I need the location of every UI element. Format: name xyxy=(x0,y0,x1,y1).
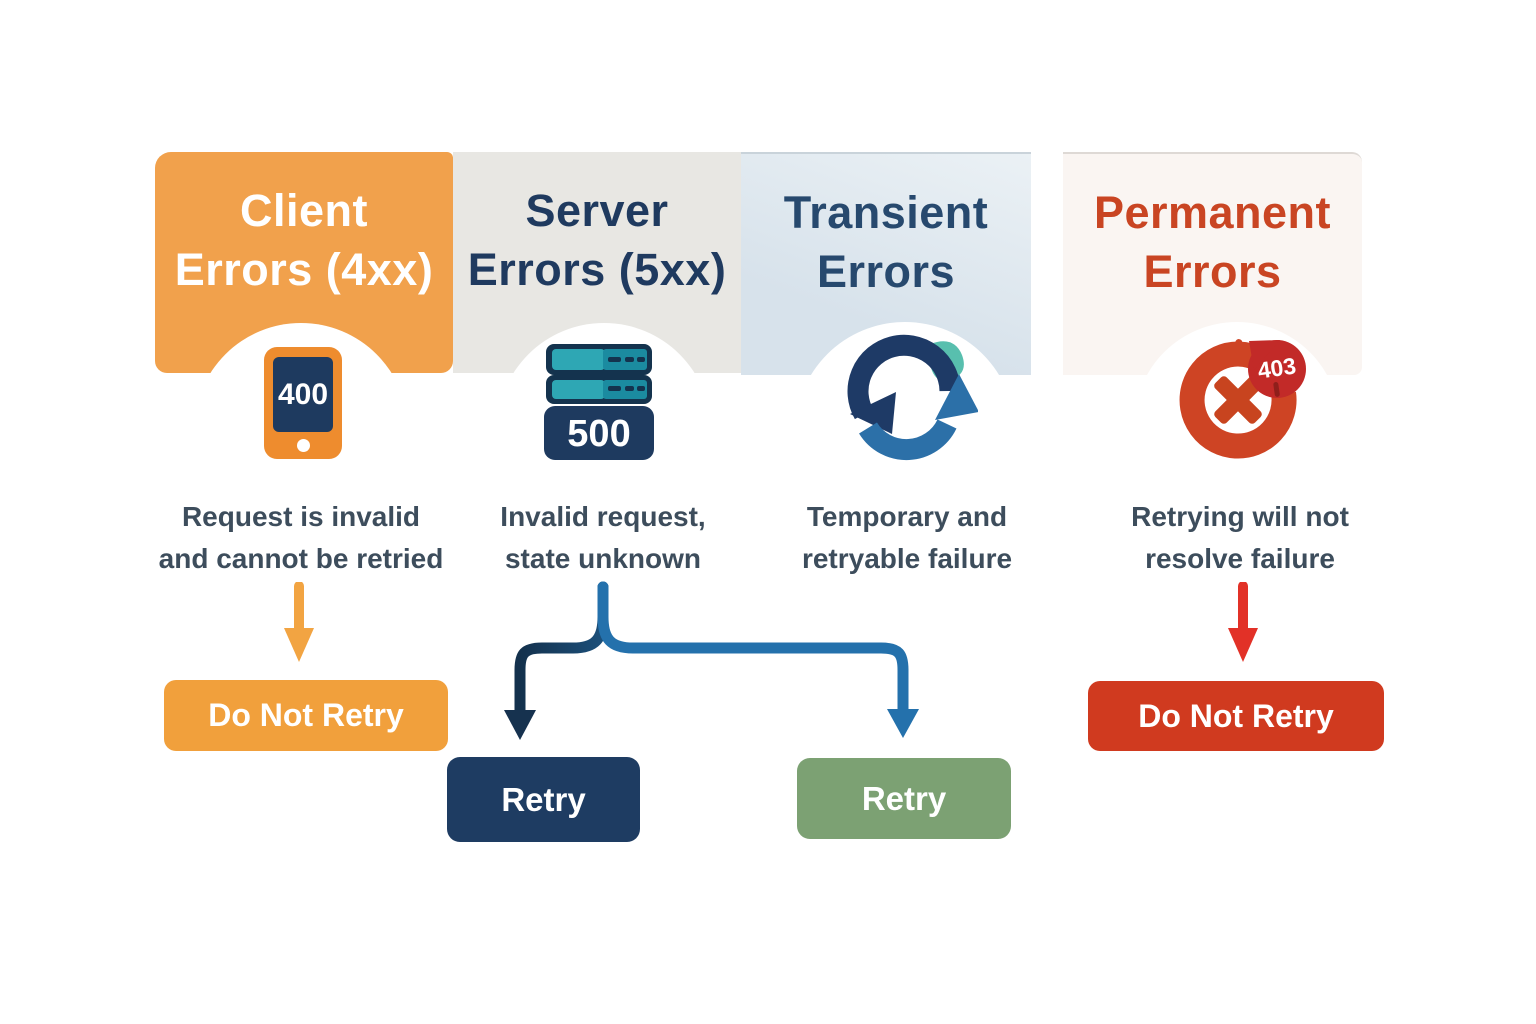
ring-top-dot xyxy=(1234,339,1243,355)
red-down-arrow xyxy=(1228,582,1258,662)
desc-line-2: resolve failure xyxy=(1145,543,1335,574)
desc-line-2: and cannot be retried xyxy=(158,543,444,574)
branch-left-arrowhead xyxy=(504,710,536,740)
status-code-500: 500 xyxy=(567,413,630,455)
server-unit-top xyxy=(546,344,652,375)
do-not-retry-button-permanent[interactable]: Do Not Retry xyxy=(1088,681,1384,751)
branch-right-path xyxy=(597,581,909,717)
branch-right-arrowhead xyxy=(887,709,919,738)
title-line-2: Errors xyxy=(1143,245,1282,297)
server-errors-description: Invalid request, state unknown xyxy=(442,496,764,580)
server-unit-bottom xyxy=(546,375,652,404)
blocked-ring xyxy=(1179,341,1297,459)
title-line-1: Transient xyxy=(783,187,989,238)
orange-down-arrow xyxy=(284,582,314,662)
desc-line-2: retryable failure xyxy=(801,543,1013,574)
transient-icon-notch xyxy=(795,322,1015,542)
title-line-1: Permanent xyxy=(1093,187,1332,238)
retry-button-transient[interactable]: Retry xyxy=(797,758,1011,839)
x-bar-2 xyxy=(1214,376,1262,424)
client-errors-description: Request is invalid and cannot be retried xyxy=(140,496,462,580)
branch-connector-arrows xyxy=(504,581,919,740)
branch-left-path xyxy=(514,581,609,719)
retry-button-server[interactable]: Retry xyxy=(447,757,640,842)
title-line-2: Errors (4xx) xyxy=(174,243,434,295)
transient-errors-title: Transient Errors xyxy=(741,184,1031,301)
transient-errors-header: Transient Errors xyxy=(741,152,1031,375)
desc-line-1: Invalid request, xyxy=(500,501,706,532)
title-line-1: Server xyxy=(525,185,669,236)
sync-right-arrowhead xyxy=(935,374,978,420)
sync-arrows-icon xyxy=(847,334,978,461)
sync-left-arrowhead xyxy=(850,392,896,434)
smartphone-icon: 400 xyxy=(264,347,342,459)
blocked-circle-icon: 403 xyxy=(1179,339,1306,459)
sync-top-arc xyxy=(847,334,961,420)
title-line-2: Errors xyxy=(816,245,956,297)
do-not-retry-button-client[interactable]: Do Not Retry xyxy=(164,680,448,751)
desc-line-1: Temporary and xyxy=(806,501,1008,532)
server-errors-header: Server Errors (5xx) xyxy=(453,152,741,373)
badge-403: 403 xyxy=(1248,340,1306,398)
sync-bottom-arc xyxy=(859,418,957,461)
permanent-errors-title: Permanent Errors xyxy=(1063,184,1362,301)
transient-errors-description: Temporary and retryable failure xyxy=(746,496,1068,580)
status-code-400: 400 xyxy=(273,357,333,432)
status-code-403: 403 xyxy=(1256,352,1298,383)
desc-line-2: state unknown xyxy=(504,543,701,574)
client-errors-title: Client Errors (4xx) xyxy=(155,182,453,299)
server-rack-icon: 500 xyxy=(544,344,654,460)
desc-line-1: Request is invalid xyxy=(181,501,421,532)
title-line-2: Errors (5xx) xyxy=(467,243,727,295)
phone-home-button xyxy=(296,439,310,452)
title-line-1: Client xyxy=(239,185,368,236)
permanent-errors-description: Retrying will not resolve failure xyxy=(1079,496,1401,580)
server-errors-title: Server Errors (5xx) xyxy=(453,182,741,299)
desc-line-1: Retrying will not xyxy=(1131,501,1349,532)
